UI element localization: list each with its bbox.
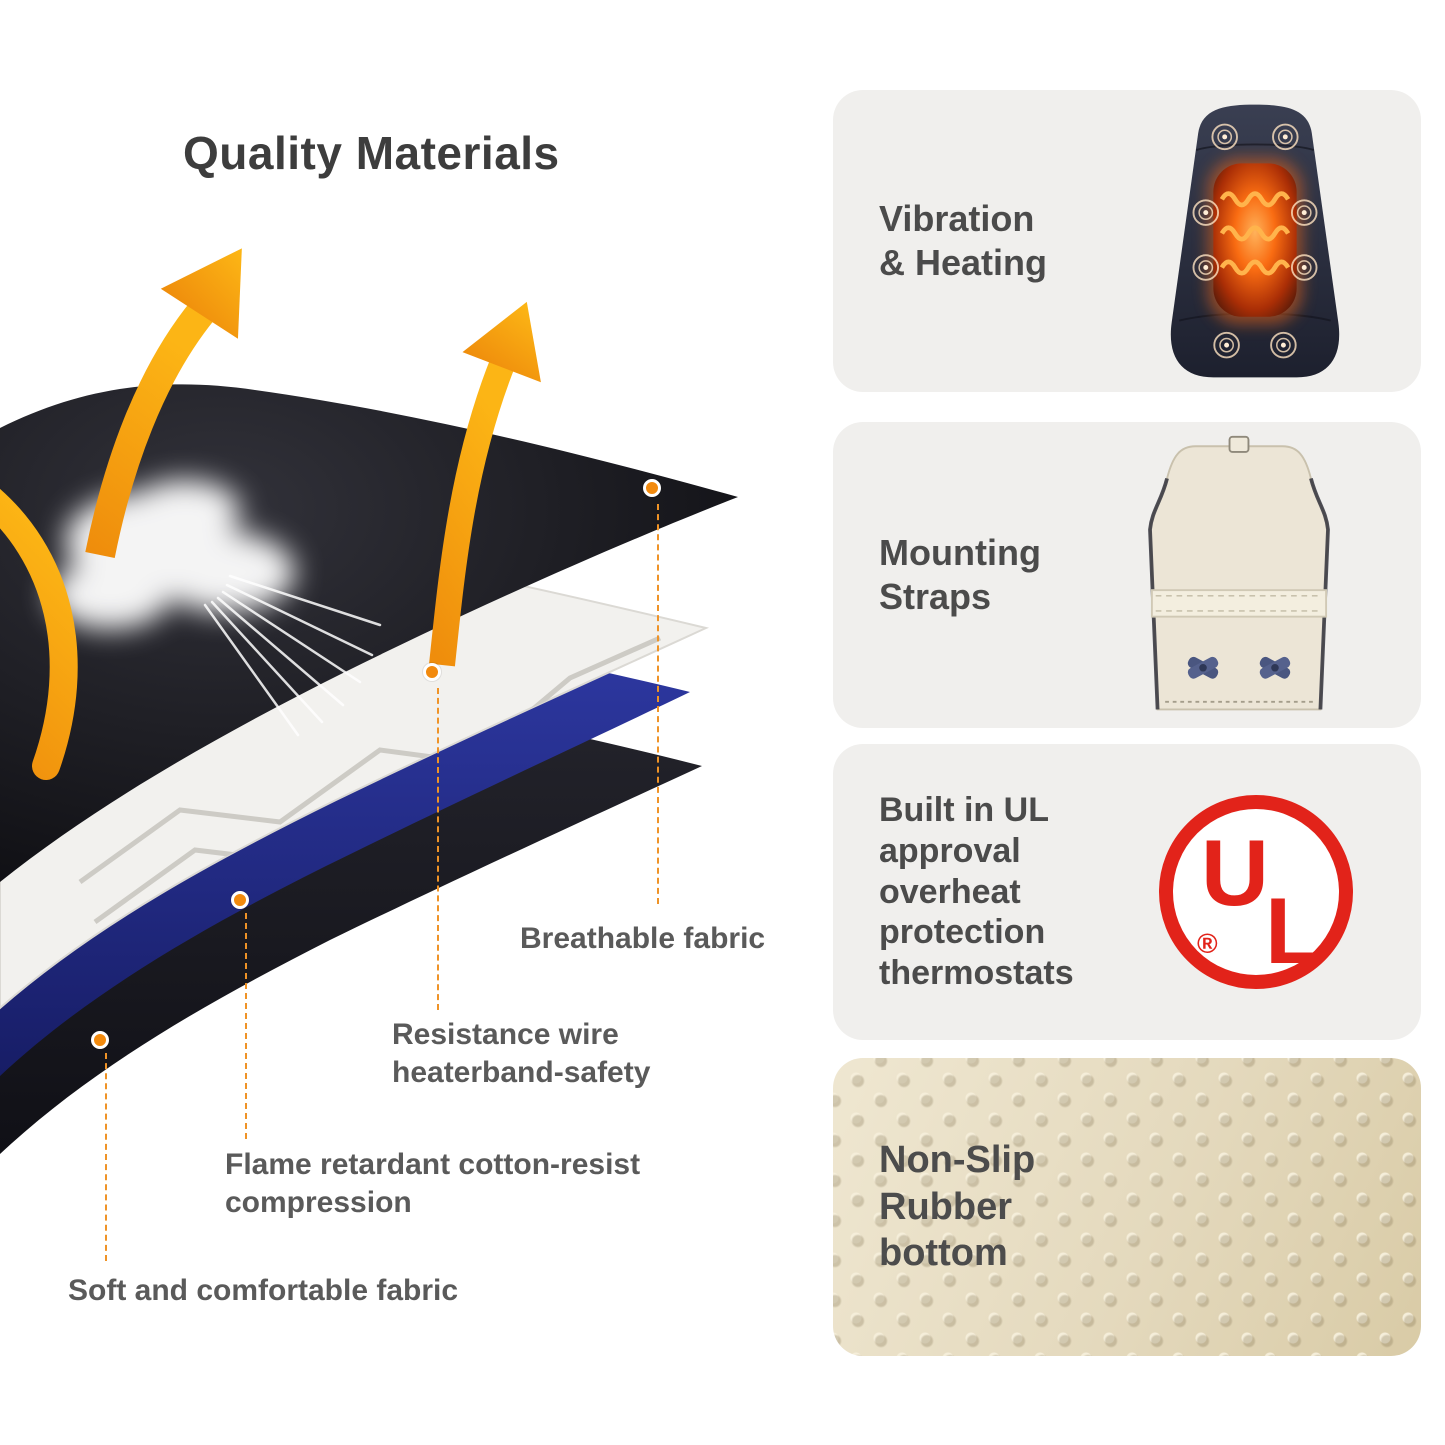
airflow-arrow-left-icon <box>85 248 242 558</box>
steam-streaks <box>203 574 382 737</box>
leader-line-breathable <box>657 504 659 904</box>
hanger-tab <box>1228 435 1250 453</box>
page-title: Quality Materials <box>183 127 560 179</box>
airflow-arrow-right-icon <box>429 301 541 667</box>
callout-dot-flame-retardant <box>231 891 249 909</box>
vibration-motor-icons <box>1192 123 1318 359</box>
leader-line-soft-fabric <box>105 1053 107 1261</box>
ul-logo: U L ® <box>1159 795 1353 989</box>
label-breathable-fabric: Breathable fabric <box>520 922 766 955</box>
label-resistance-wire: Resistance wire heaterband-safety <box>392 1018 651 1089</box>
heating-coil-icon <box>1219 191 1291 276</box>
feature-card-non-slip-bottom: Non-Slip Rubber bottom <box>833 1058 1421 1356</box>
feature-card-ul-protection: Built in UL approval overheat protection… <box>833 744 1421 1040</box>
vibration-heating-illustration <box>1170 104 1340 378</box>
leader-line-flame-retardant <box>245 913 247 1139</box>
ul-registered-mark: ® <box>1197 928 1218 959</box>
label-flame-retardant: Flame retardant cotton-resist compressio… <box>225 1148 641 1219</box>
feature-card-mounting-straps: Mounting Straps <box>833 422 1421 728</box>
ul-letter-l: L <box>1265 878 1322 983</box>
card-title-vibration-heating: Vibration & Heating <box>879 198 1048 283</box>
materials-layer-diagram <box>0 248 738 1154</box>
buckle-icon-right <box>1259 656 1291 679</box>
leader-line-resistance-wire <box>437 688 439 1010</box>
feature-card-vibration-heating: Vibration & Heating <box>833 90 1421 392</box>
strap-band <box>1150 589 1328 618</box>
card-title-mounting-straps: Mounting Straps <box>879 532 1041 617</box>
mounting-straps-illustration <box>1148 435 1330 711</box>
callout-dot-resistance-wire <box>423 663 441 681</box>
card-title-non-slip-bottom: Non-Slip Rubber bottom <box>879 1139 1036 1275</box>
card-title-ul-protection: Built in UL approval overheat protection… <box>879 791 1074 993</box>
callout-dot-breathable <box>643 479 661 497</box>
label-soft-fabric: Soft and comfortable fabric <box>68 1274 459 1307</box>
callout-dot-soft-fabric <box>91 1031 109 1049</box>
ul-letter-u: U <box>1201 820 1269 925</box>
buckle-icon-left <box>1187 656 1219 679</box>
airflow-ribbon-icon <box>0 488 78 780</box>
